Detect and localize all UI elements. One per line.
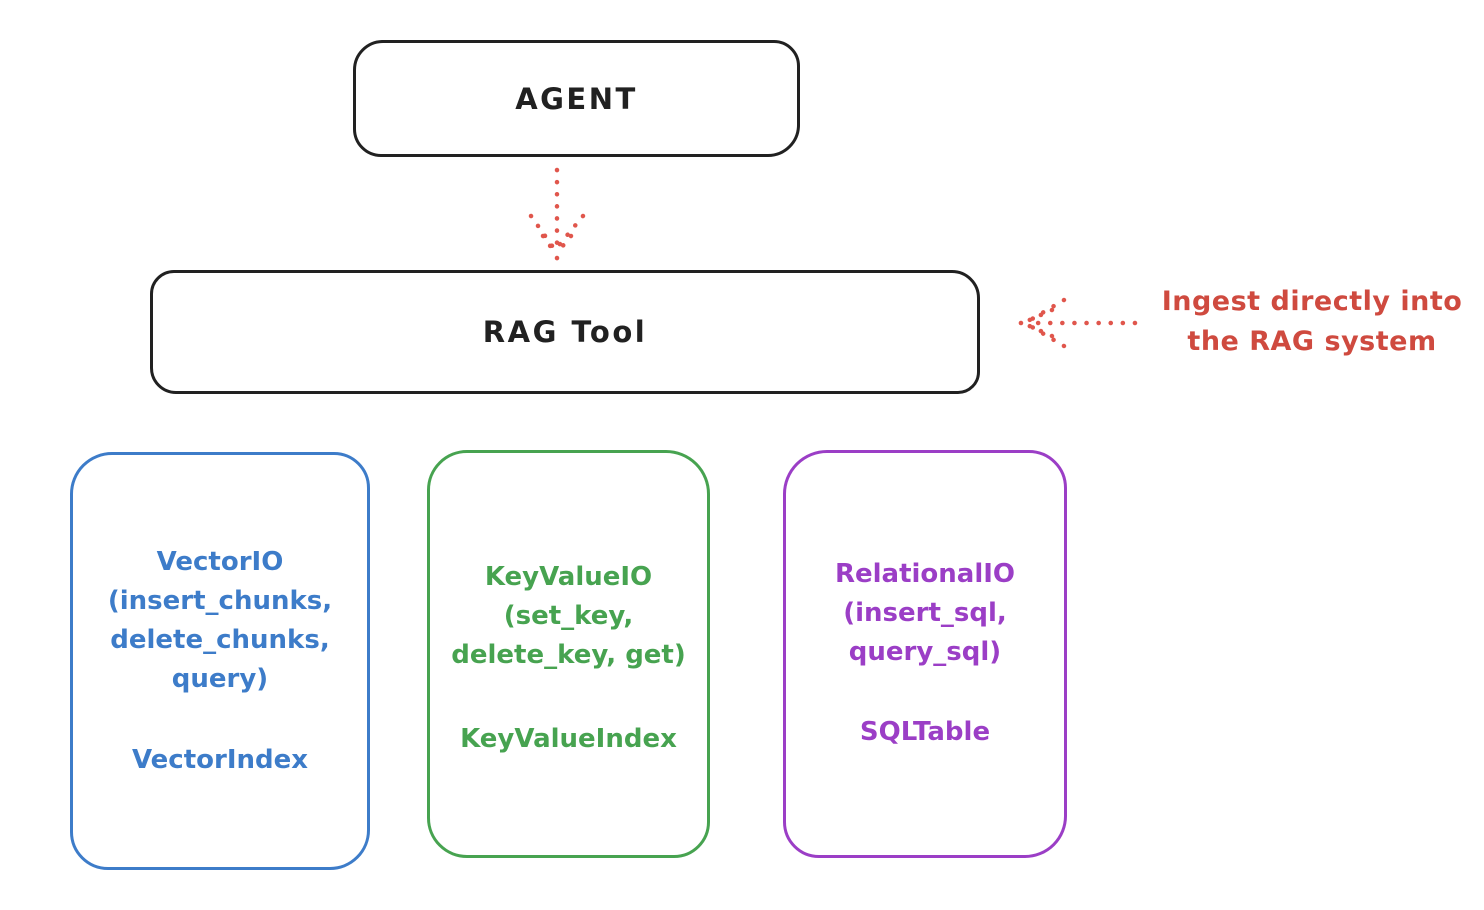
ingest-annotation-line1: Ingest directly into [1161, 286, 1463, 317]
relational-io-methods-line2: query_sql) [848, 637, 1002, 667]
vector-io-methods-line1: (insert_chunks, [107, 586, 333, 616]
key-value-io-methods-line2: delete_key, get) [451, 640, 686, 670]
relational-io-node: RelationalIO (insert_sql, query_sql) SQL… [783, 450, 1067, 858]
key-value-io-title: KeyValueIO [484, 562, 653, 592]
vector-io-title: VectorIO [156, 547, 284, 577]
vector-index-label: VectorIndex [131, 745, 309, 775]
relational-io-title: RelationalIO [834, 559, 1016, 589]
agent-node: AGENT [353, 40, 800, 157]
ingest-arrow [1017, 297, 1138, 349]
key-value-io-node: KeyValueIO (set_key, delete_key, get) Ke… [427, 450, 710, 858]
rag-tool-node: RAG Tool [150, 270, 980, 394]
ingest-annotation: Ingest directly into the RAG system [1140, 282, 1484, 362]
rag-tool-label: RAG Tool [482, 315, 648, 349]
agent-label: AGENT [515, 81, 638, 116]
key-value-io-methods-line1: (set_key, [503, 601, 634, 631]
key-value-index-label: KeyValueIndex [460, 724, 677, 754]
vector-io-methods-line3: query) [171, 664, 269, 694]
vector-io-methods-line2: delete_chunks, [110, 625, 330, 655]
agent-to-rag-tool-arrow [528, 167, 586, 262]
vector-io-node: VectorIO (insert_chunks, delete_chunks, … [70, 452, 370, 870]
relational-io-methods-line1: (insert_sql, [843, 598, 1007, 628]
ingest-annotation-line2: the RAG system [1187, 326, 1437, 357]
sql-table-label: SQLTable [859, 717, 991, 747]
